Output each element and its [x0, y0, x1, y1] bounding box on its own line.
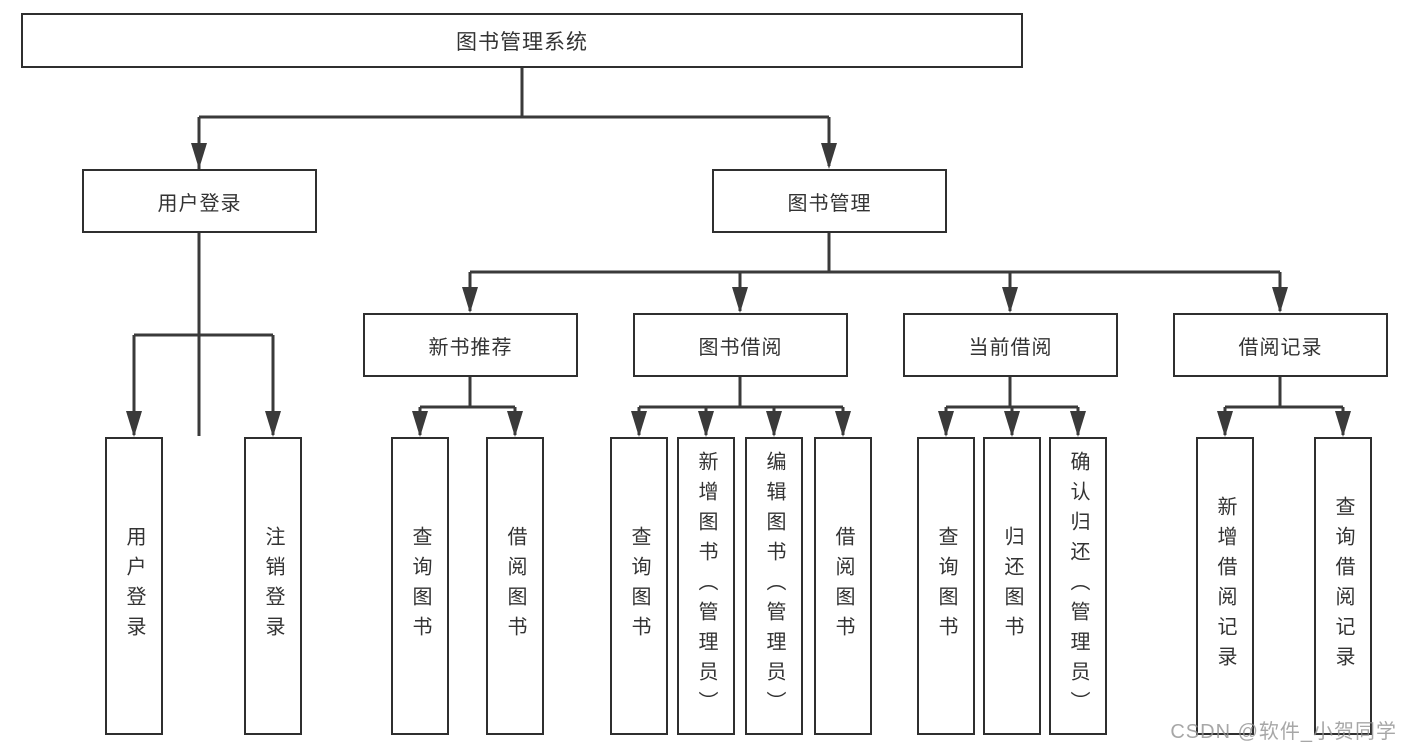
- watermark: CSDN @软件_小贺同学: [1170, 721, 1397, 743]
- leaf-label: 确认归还（管理员）: [1067, 451, 1089, 721]
- node-label: 图书借阅: [698, 336, 783, 359]
- leaf-label: 新增借阅记录: [1214, 496, 1236, 676]
- node-label: 借阅记录: [1238, 336, 1323, 359]
- leaf-borrow-books: 借阅图书: [814, 437, 872, 735]
- leaf-label: 新增图书（管理员）: [695, 451, 717, 721]
- leaf-label: 归还图书: [1001, 526, 1023, 646]
- node-label: 当前借阅: [968, 336, 1053, 359]
- leaf-add-books-admin: 新增图书（管理员）: [677, 437, 735, 735]
- node-user-login: 用户登录: [82, 169, 317, 233]
- node-label: 用户登录: [157, 192, 242, 215]
- leaf-logout: 注销登录: [244, 437, 302, 735]
- leaf-label: 查询图书: [628, 526, 650, 646]
- connector-group: [197, 68, 831, 436]
- node-book-borrowing: 图书借阅: [633, 313, 848, 377]
- leaf-label: 借阅图书: [832, 526, 854, 646]
- leaf-label: 注销登录: [262, 526, 284, 646]
- node-library-management-system: 图书管理系统: [21, 13, 1023, 68]
- leaf-user-login: 用户登录: [105, 437, 163, 735]
- leaf-confirm-return-admin: 确认归还（管理员）: [1049, 437, 1107, 735]
- node-borrowing-records: 借阅记录: [1173, 313, 1388, 377]
- node-new-book-recommendation: 新书推荐: [363, 313, 578, 377]
- leaf-label: 编辑图书（管理员）: [763, 451, 785, 721]
- leaf-return-books: 归还图书: [983, 437, 1041, 735]
- node-label: 新书推荐: [428, 336, 513, 359]
- node-label: 图书管理系统: [456, 30, 588, 54]
- leaf-label: 查询图书: [935, 526, 957, 646]
- leaf-label: 查询图书: [409, 526, 431, 646]
- leaf-label: 查询借阅记录: [1332, 496, 1354, 676]
- leaf-edit-books-admin: 编辑图书（管理员）: [745, 437, 803, 735]
- leaf-query-books-current: 查询图书: [917, 437, 975, 735]
- leaf-add-borrow-record: 新增借阅记录: [1196, 437, 1254, 735]
- leaf-borrow-books-recommend: 借阅图书: [486, 437, 544, 735]
- arrowheads: [126, 143, 1351, 437]
- leaf-query-books-recommend: 查询图书: [391, 437, 449, 735]
- node-label: 图书管理: [787, 192, 872, 215]
- node-current-borrowing: 当前借阅: [903, 313, 1118, 377]
- leaf-query-books-borrow: 查询图书: [610, 437, 668, 735]
- leaf-label: 借阅图书: [504, 526, 526, 646]
- leaf-label: 用户登录: [123, 526, 145, 646]
- node-book-management: 图书管理: [712, 169, 947, 233]
- leaf-query-borrow-record: 查询借阅记录: [1314, 437, 1372, 735]
